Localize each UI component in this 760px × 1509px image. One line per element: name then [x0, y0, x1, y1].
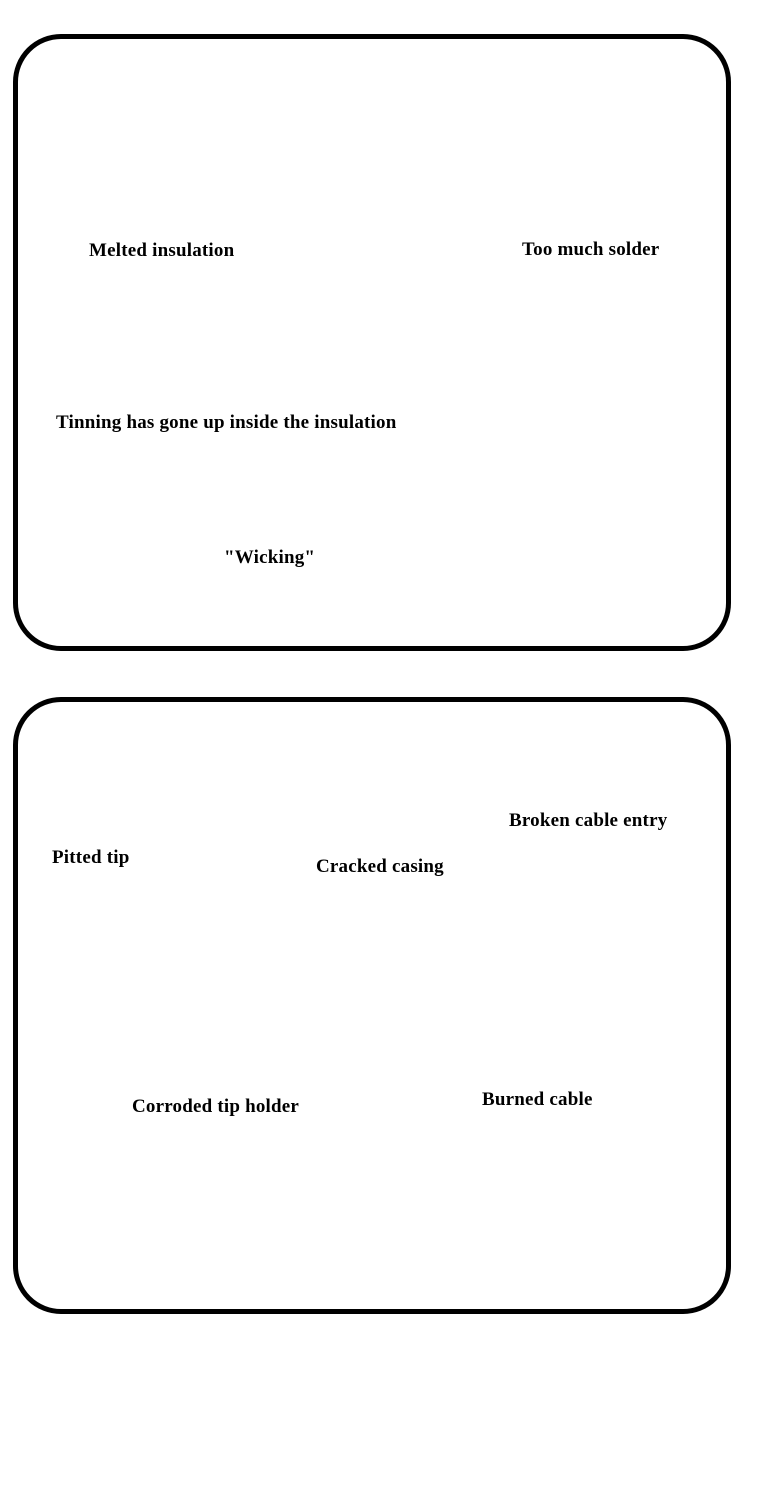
- tinning-inside-label: Tinning has gone up inside the insulatio…: [56, 412, 397, 433]
- cracked-casing-label: Cracked casing: [316, 856, 444, 877]
- burned-cable-label: Burned cable: [482, 1089, 593, 1110]
- corroded-tip-holder-label: Corroded tip holder: [132, 1096, 300, 1117]
- iron-faults-panel: [13, 697, 731, 1314]
- wicking-label: "Wicking": [224, 547, 316, 568]
- pitted-tip-label: Pitted tip: [52, 847, 130, 868]
- wire-faults-panel: [13, 34, 731, 651]
- broken-cable-entry-label: Broken cable entry: [509, 810, 668, 831]
- too-much-solder-label: Too much solder: [522, 239, 660, 260]
- melted-insulation-label: Melted insulation: [89, 240, 235, 261]
